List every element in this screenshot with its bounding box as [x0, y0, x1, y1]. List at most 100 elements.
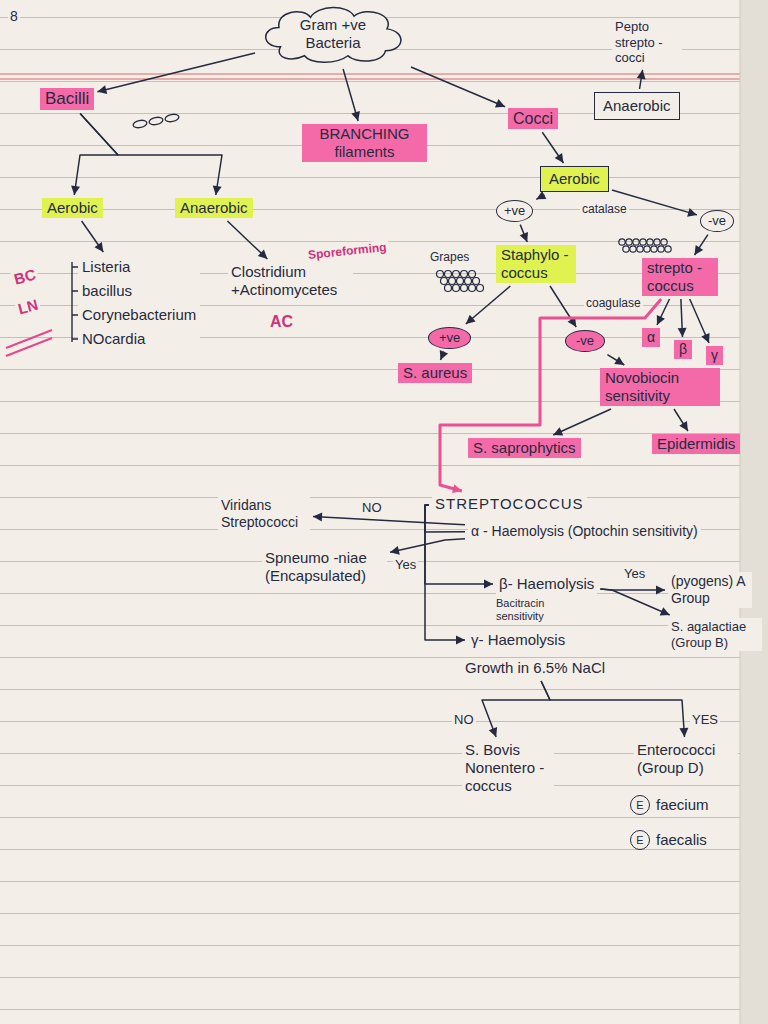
yellow-highlight: Aerobic: [42, 198, 103, 218]
pink-note: LN: [14, 295, 42, 319]
yellow-box: Aerobic: [540, 166, 609, 192]
edge-label: NO: [360, 500, 384, 516]
connector-line: [80, 113, 222, 195]
node-text: Growth in 6.5% NaCl: [465, 659, 605, 676]
connector: [678, 299, 687, 337]
edge-label: Yes: [622, 566, 647, 582]
connector-line: [550, 286, 576, 327]
connector: [313, 512, 465, 524]
connector: [541, 681, 688, 737]
node-text: β: [679, 341, 687, 357]
node-text: strepto -coccus: [647, 259, 702, 294]
connector: [553, 409, 611, 435]
node-text: Gram +ve Bacteria: [300, 16, 366, 51]
node-text: Spneumo -niae (Encapsulated): [265, 549, 367, 584]
pink-highlight: β: [674, 340, 692, 359]
node-text: S. agalactiae (Group B): [671, 619, 746, 650]
text-node: STREPTOCOCCUS: [432, 494, 587, 514]
edge-label: Yes: [393, 557, 418, 573]
next-page-edge: [740, 0, 768, 1024]
arrow-head: [614, 356, 624, 365]
connector-line: [466, 286, 511, 324]
text-node: S. Bovis Nonentero -coccus: [462, 740, 554, 796]
connector: [607, 355, 624, 365]
text-node: Viridans Streptococci: [218, 496, 310, 532]
connector-line: [425, 505, 493, 584]
arrow-head: [553, 427, 563, 435]
connector-line: [97, 53, 255, 92]
arrow-head: [456, 636, 465, 645]
node-text: faecalis: [656, 831, 707, 849]
text-node: (pyogens) A Group: [668, 572, 752, 608]
connector-line: [695, 235, 708, 255]
connector-line: [690, 299, 709, 343]
connector-line: [520, 225, 527, 242]
node-text: Anaerobic: [603, 97, 671, 114]
connector-line: [74, 113, 118, 195]
arrow-head: [520, 232, 528, 242]
text-node: S. agalactiae (Group B): [668, 618, 762, 651]
pink-highlight: Bacilli: [40, 88, 94, 110]
arrow-head: [258, 250, 268, 259]
node-text: Corynebacterium: [78, 303, 200, 327]
note-label: coagulase: [584, 296, 643, 310]
pink-highlight: S. saprophytics: [468, 438, 581, 458]
arrow-head: [701, 333, 709, 343]
connector: [536, 191, 546, 199]
node-text: Clostridium +Actinomycetes: [231, 263, 337, 298]
connector-line: [600, 589, 669, 615]
edge-label: NO: [452, 712, 476, 728]
pink-highlight: S. aureus: [398, 363, 472, 383]
connector-line: [390, 539, 465, 553]
note-label: Bacitracin sensitivity: [494, 597, 566, 623]
connector-line: [482, 681, 550, 737]
connector: [466, 286, 511, 324]
arrow-head: [637, 70, 646, 80]
text-node: Growth in 6.5% NaCl: [462, 658, 608, 678]
pink-highlight: strepto -coccus: [642, 258, 718, 296]
pink-highlight: Novobiocin sensitivity: [600, 368, 720, 406]
connector: [482, 681, 550, 737]
arrow-head: [555, 153, 564, 163]
oval-node: +ve: [496, 200, 533, 222]
note-label: catalase: [580, 202, 629, 216]
node-text: -ve: [708, 213, 726, 228]
arrow-head: [484, 580, 493, 589]
node-text: Bacilli: [45, 89, 89, 108]
arrow-head: [678, 328, 687, 337]
connector: [411, 67, 505, 107]
node-text: Staphylo -coccus: [501, 246, 569, 281]
pink-note: Sporeforming: [305, 240, 389, 263]
pink-scribble: [6, 330, 52, 356]
connector-line: [541, 681, 684, 737]
node-text: S. Bovis Nonentero -coccus: [465, 741, 544, 794]
connector-line: [411, 67, 505, 107]
connector: [97, 53, 255, 94]
text-node: β- Haemolysis: [496, 574, 597, 594]
connector: [71, 113, 118, 195]
arrow-head: [679, 728, 688, 737]
node-text: Cocci: [513, 110, 553, 127]
node-text: β- Haemolysis: [499, 575, 594, 592]
node-text: Anaerobic: [180, 199, 248, 216]
text-node: γ- Haemolysis: [468, 630, 568, 650]
connector: [343, 69, 360, 121]
arrow-head: [97, 85, 107, 94]
connector-line: [674, 409, 688, 431]
arrow-head: [489, 727, 497, 737]
node-text: γ- Haemolysis: [471, 631, 565, 648]
node-text: BRANCHING filaments: [319, 125, 409, 160]
node-text: +ve: [504, 203, 525, 218]
node-text: +ve: [439, 330, 460, 345]
node-text: NOcardia: [78, 327, 200, 351]
edge-label: YES: [690, 712, 720, 728]
node-text: STREPTOCOCCUS: [435, 495, 584, 512]
node-text: (pyogens) A Group: [671, 573, 745, 606]
arrow-head: [657, 315, 665, 325]
text-node: α - Haemolysis (Optochin sensitivity): [468, 522, 701, 541]
connector-line: [425, 505, 465, 640]
margin-line: [0, 73, 768, 74]
node-text: bacillus: [78, 279, 200, 303]
